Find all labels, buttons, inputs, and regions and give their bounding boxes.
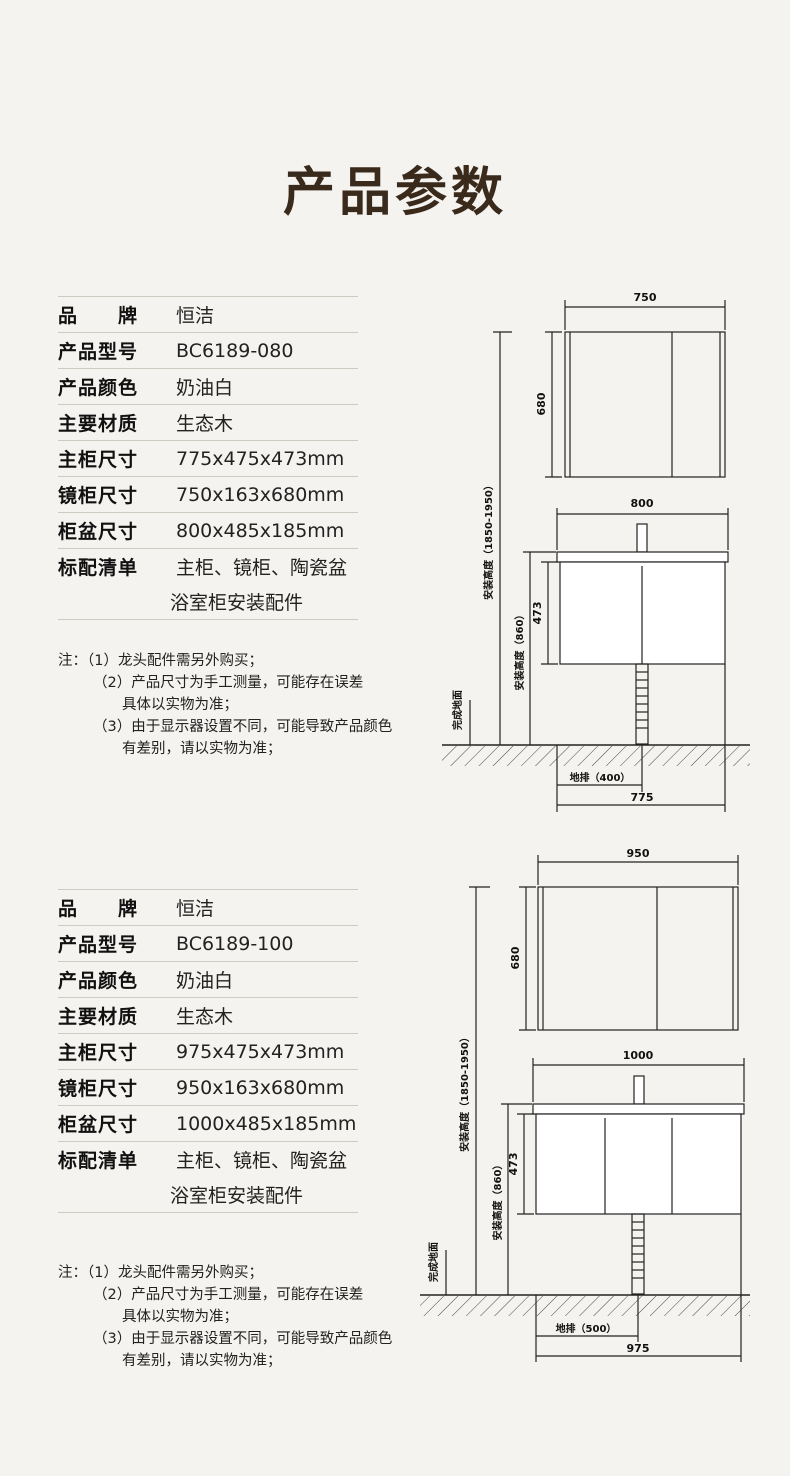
spec-value: 生态木 bbox=[176, 1006, 234, 1028]
dim-cabinet-width: 975 bbox=[627, 1342, 650, 1355]
dim-cabinet-install-height: 安装高度（860） bbox=[491, 1160, 504, 1241]
spec-value: 800x485x185mm bbox=[176, 519, 345, 542]
dim-cabinet-height: 473 bbox=[531, 602, 544, 625]
page-title: 产品参数 bbox=[282, 163, 507, 223]
spec-value: BC6189-080 bbox=[176, 339, 294, 362]
spec-key: 柜盆尺寸 bbox=[58, 1114, 139, 1136]
spec-row-extra: 浴室柜安装配件 bbox=[58, 584, 358, 619]
spec-value: BC6189-100 bbox=[176, 932, 294, 955]
spec-row: 主柜尺寸 775x475x473mm bbox=[58, 440, 358, 476]
spec-key: 主要材质 bbox=[58, 413, 139, 435]
spec-value: 750x163x680mm bbox=[176, 483, 345, 506]
note-line: （3）由于显示器设置不同，可能导致产品颜色 bbox=[93, 719, 393, 735]
dim-drain: 地排（400） bbox=[570, 771, 631, 784]
spec-row: 产品型号 BC6189-100 bbox=[58, 925, 358, 961]
spec-value: 奶油白 bbox=[176, 377, 234, 399]
spec-value: 975x475x473mm bbox=[176, 1040, 345, 1063]
dim-mirror-height: 680 bbox=[509, 946, 522, 969]
spec-key: 品 牌 bbox=[58, 898, 139, 920]
note-line: 注：（1）龙头配件需另外购买； bbox=[58, 653, 263, 669]
dim-basin-width: 800 bbox=[631, 497, 654, 510]
spec-key: 标配清单 bbox=[58, 1150, 139, 1172]
spec-row: 产品颜色 奶油白 bbox=[58, 961, 358, 997]
spec-key: 产品颜色 bbox=[58, 377, 139, 399]
dim-cabinet-width: 775 bbox=[631, 791, 654, 804]
spec-key: 主要材质 bbox=[58, 1006, 139, 1028]
spec-value: 奶油白 bbox=[176, 970, 234, 992]
dimension-drawing-1: 750 680 800 473 安装高度（1850-1950） 安装高度（860… bbox=[442, 291, 750, 812]
spec-row: 品 牌 恒洁 bbox=[58, 889, 358, 925]
spec-value: 恒洁 bbox=[176, 898, 215, 920]
dim-drain: 地排（500） bbox=[556, 1322, 617, 1335]
spec-row: 主要材质 生态木 bbox=[58, 404, 358, 440]
note-line: （3）由于显示器设置不同，可能导致产品颜色 bbox=[93, 1331, 393, 1347]
mirror-cabinet-outline bbox=[537, 886, 739, 1031]
floor-label: 完成地面 bbox=[427, 1242, 440, 1282]
spec-key: 标配清单 bbox=[58, 557, 139, 579]
spec-value: 主柜、镜柜、陶瓷盆 bbox=[176, 557, 348, 579]
spec-row: 柜盆尺寸 800x485x185mm bbox=[58, 512, 358, 548]
note-line: 具体以实物为准； bbox=[122, 1309, 238, 1325]
spec-value: 1000x485x185mm bbox=[176, 1112, 357, 1135]
spec-row-extra: 浴室柜安装配件 bbox=[58, 1177, 358, 1212]
note-line: （2）产品尺寸为手工测量，可能存在误差 bbox=[93, 1287, 364, 1303]
dim-cabinet-height: 473 bbox=[507, 1153, 520, 1176]
spec-key: 主柜尺寸 bbox=[58, 1042, 139, 1064]
dim-install-height: 安装高度（1850-1950） bbox=[482, 480, 495, 600]
spec-key: 品 牌 bbox=[58, 305, 139, 327]
notes-1: 注：（1）龙头配件需另外购买； （2）产品尺寸为手工测量，可能存在误差 具体以实… bbox=[58, 650, 392, 760]
spec-key: 产品型号 bbox=[58, 934, 139, 956]
spec-row: 主要材质 生态木 bbox=[58, 997, 358, 1033]
floor-label: 完成地面 bbox=[451, 690, 464, 730]
spec-row: 柜盆尺寸 1000x485x185mm bbox=[58, 1105, 358, 1141]
spec-table-2: 品 牌 恒洁 产品型号 BC6189-100 产品颜色 奶油白 主要材质 生态木 主柜尺… bbox=[58, 889, 358, 1213]
vanity-cabinet-outline bbox=[535, 1113, 742, 1215]
mirror-cabinet-outline bbox=[564, 331, 726, 478]
dim-basin-width: 1000 bbox=[623, 1049, 654, 1062]
spec-row: 品 牌 恒洁 bbox=[58, 296, 358, 332]
spec-row: 产品颜色 奶油白 bbox=[58, 368, 358, 404]
spec-value: 浴室柜安装配件 bbox=[170, 592, 304, 614]
note-line: 注：（1）龙头配件需另外购买； bbox=[58, 1265, 263, 1281]
dim-cabinet-install-height: 安装高度（860） bbox=[513, 610, 526, 691]
spec-row: 标配清单 主柜、镜柜、陶瓷盆 bbox=[58, 548, 358, 584]
dim-mirror-width: 750 bbox=[634, 291, 657, 304]
spec-key: 产品型号 bbox=[58, 341, 139, 363]
spec-row: 镜柜尺寸 750x163x680mm bbox=[58, 476, 358, 512]
spec-key: 柜盆尺寸 bbox=[58, 521, 139, 543]
spec-value: 775x475x473mm bbox=[176, 447, 345, 470]
spec-row: 镜柜尺寸 950x163x680mm bbox=[58, 1069, 358, 1105]
spec-value: 主柜、镜柜、陶瓷盆 bbox=[176, 1150, 348, 1172]
spec-key: 主柜尺寸 bbox=[58, 449, 139, 471]
spec-row: 产品型号 BC6189-080 bbox=[58, 332, 358, 368]
spec-key: 镜柜尺寸 bbox=[58, 1078, 139, 1100]
dim-mirror-width: 950 bbox=[627, 847, 650, 860]
spec-row: 标配清单 主柜、镜柜、陶瓷盆 bbox=[58, 1141, 358, 1177]
spec-table-1: 品 牌 恒洁 产品型号 BC6189-080 产品颜色 奶油白 主要材质 生态木 主柜尺… bbox=[58, 296, 358, 620]
note-line: 具体以实物为准； bbox=[122, 697, 238, 713]
dim-mirror-height: 680 bbox=[535, 392, 548, 415]
spec-value: 恒洁 bbox=[176, 305, 215, 327]
spec-value: 950x163x680mm bbox=[176, 1076, 345, 1099]
spec-row: 主柜尺寸 975x475x473mm bbox=[58, 1033, 358, 1069]
spec-key: 产品颜色 bbox=[58, 970, 139, 992]
spec-key: 镜柜尺寸 bbox=[58, 485, 139, 507]
note-line: （2）产品尺寸为手工测量，可能存在误差 bbox=[93, 675, 364, 691]
spec-value: 生态木 bbox=[176, 413, 234, 435]
spec-value: 浴室柜安装配件 bbox=[170, 1185, 304, 1207]
notes-2: 注：（1）龙头配件需另外购买； （2）产品尺寸为手工测量，可能存在误差 具体以实… bbox=[58, 1262, 392, 1372]
note-line: 有差别，请以实物为准； bbox=[122, 1353, 282, 1369]
note-line: 有差别，请以实物为准； bbox=[122, 741, 282, 757]
dim-install-height: 安装高度（1850-1950） bbox=[458, 1032, 471, 1152]
